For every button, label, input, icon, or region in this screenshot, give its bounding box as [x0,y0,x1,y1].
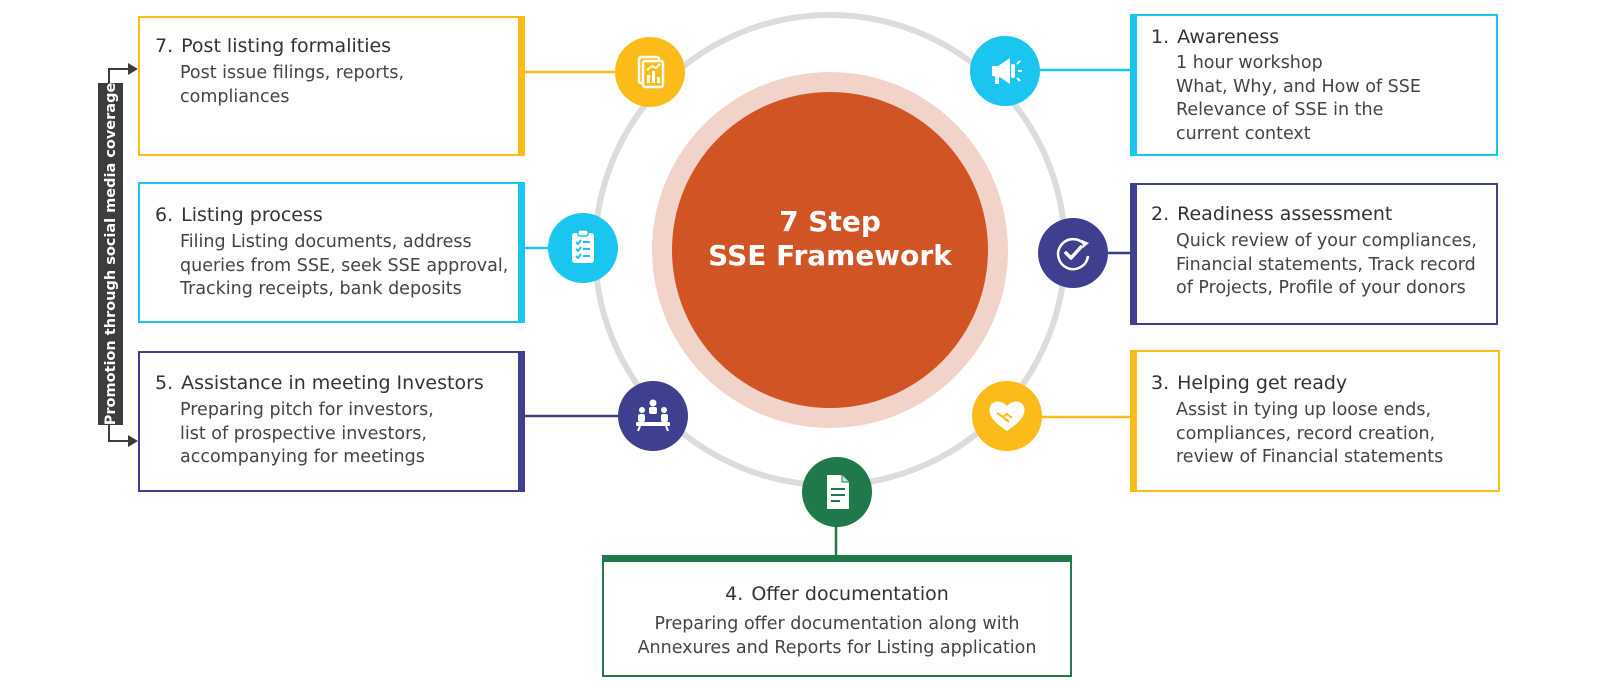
step-4-line: Preparing offer documentation along with [654,614,1020,634]
step-1-line: Relevance of SSE in the [1176,100,1384,120]
step-4-title-text: Offer documentation [751,583,949,605]
step-6-line: Filing Listing documents, address [180,232,472,252]
megaphone-icon [970,36,1040,106]
step-5-line: accompanying for meetings [180,447,425,467]
step-1-title: 1. Awareness [1151,26,1279,48]
step-2-line: Financial statements, Track record [1176,254,1476,275]
step-3-line: review of Financial statements [1176,447,1444,467]
step-7-card: 7. Post listing formalities Post issue fi… [138,16,525,156]
check-cycle-icon [1038,218,1108,288]
step-4-card: 4. Offer documentation Preparing offer do… [602,555,1072,677]
step-4-description: Preparing offer documentation along with… [604,613,1070,660]
step-2-title-text: Readiness assessment [1177,203,1393,225]
step-1-description: 1 hour workshop What, Why, and How of SS… [1176,52,1421,146]
step-2-line: Quick review of your compliances, [1176,231,1477,251]
step-5-card: 5. Assistance in meeting Investors Prepar… [138,351,525,492]
center-title: 7 Step SSE Framework [672,205,988,273]
center-title-line-1: 7 Step [779,205,881,238]
promo-arrow-top [108,68,133,83]
step-3-title: 3. Helping get ready [1151,372,1347,394]
document-icon [802,457,872,527]
step-2-description: Quick review of your compliances, Financ… [1176,230,1477,301]
step-1-card: 1. Awareness 1 hour workshop What, Why, a… [1130,14,1498,156]
step-5-line: Preparing pitch for investors, [180,400,434,420]
step-7-line: compliances [180,86,290,107]
promotion-bar [98,83,123,425]
step-6-card: 6. Listing process Filing Listing documen… [138,182,525,323]
step-4-line: Annexures and Reports for Listing applic… [637,637,1037,658]
step-4-title: 4. Offer documentation [604,583,1070,605]
step-1-line: What, Why, and How of SSE [1176,76,1421,97]
step-2-line: of Projects, Profile of your donors [1176,278,1466,298]
step-7-number: 7. [155,35,174,57]
promo-arrowhead-top [128,63,138,75]
meeting-icon [618,381,688,451]
step-3-line: compliances, record creation, [1176,423,1436,444]
step-6-line: queries from SSE, seek SSE approval, [180,255,509,276]
clipboard-icon [548,213,618,283]
step-5-line: list of prospective investors, [180,423,427,444]
step-1-title-text: Awareness [1177,26,1280,48]
center-title-line-2: SSE Framework [708,239,952,272]
step-6-number: 6. [155,204,174,226]
handshake-heart-icon [972,381,1042,451]
step-5-title-text: Assistance in meeting Investors [181,372,484,394]
step-2-number: 2. [1151,203,1170,225]
promo-arrow-bottom [108,425,133,442]
report-icon [615,37,685,107]
step-5-description: Preparing pitch for investors, list of p… [180,399,434,470]
step-2-title: 2. Readiness assessment [1151,203,1392,225]
step-6-title-text: Listing process [181,204,323,226]
step-3-title-text: Helping get ready [1177,372,1348,394]
promo-arrowhead-bottom [128,435,138,447]
center-disc [672,92,988,408]
step-6-title: 6. Listing process [155,204,323,226]
step-4-number: 4. [725,583,744,605]
step-1-line: 1 hour workshop [1176,53,1323,73]
promotion-label: Promotion through social media coverage [103,82,119,426]
step-7-description: Post issue filings, reports, compliances [180,62,404,109]
step-5-title: 5. Assistance in meeting Investors [155,372,484,394]
step-3-line: Assist in tying up loose ends, [1176,400,1432,420]
step-5-number: 5. [155,372,174,394]
step-1-number: 1. [1151,26,1170,48]
step-1-line: current context [1176,123,1311,144]
step-7-line: Post issue filings, reports, [180,63,405,83]
step-2-card: 2. Readiness assessment Quick review of y… [1130,183,1498,325]
step-6-line: Tracking receipts, bank deposits [180,279,462,299]
step-3-card: 3. Helping get ready Assist in tying up l… [1130,350,1500,492]
step-7-title-text: Post listing formalities [181,35,392,57]
step-3-description: Assist in tying up loose ends, complianc… [1176,399,1443,470]
step-6-description: Filing Listing documents, address querie… [180,231,508,302]
step-3-number: 3. [1151,372,1170,394]
step-7-title: 7. Post listing formalities [155,35,391,57]
